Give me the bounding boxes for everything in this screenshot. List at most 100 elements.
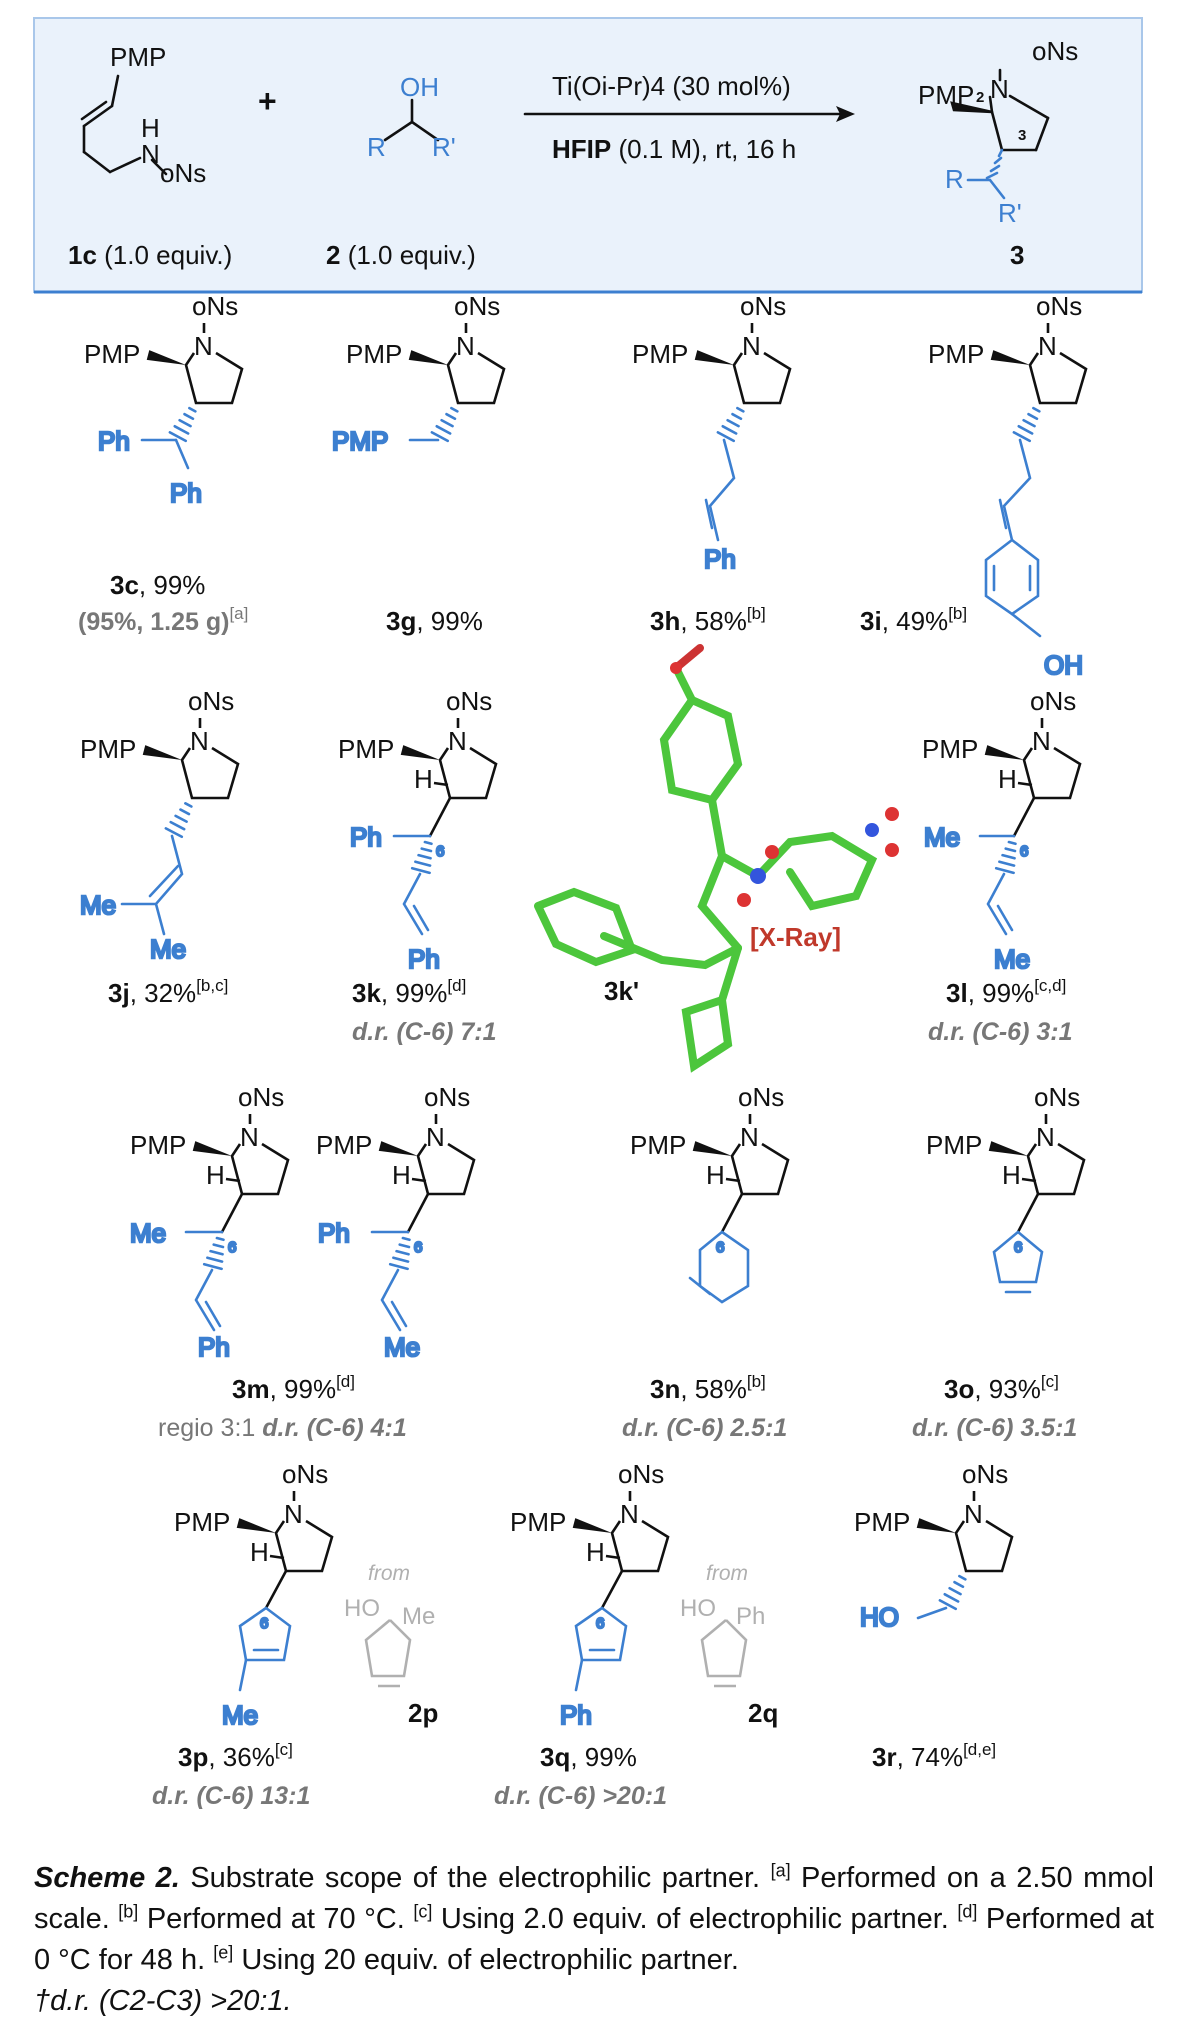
hash	[998, 860, 1016, 867]
xray-o-atom	[737, 893, 751, 907]
compound-id: 3i	[860, 606, 882, 636]
ring-bonds	[1026, 1142, 1086, 1196]
compound-id: 3h	[650, 606, 680, 636]
ns-label: oNs	[618, 1459, 664, 1489]
n-atom-label: N	[426, 1122, 445, 1152]
note-text: Performed at 0 °C for 48 h.	[34, 1903, 1154, 1976]
ns-label: oNs	[282, 1459, 328, 1489]
xray-n-atom	[865, 823, 879, 837]
hash	[993, 156, 1003, 165]
xray-ring-left	[534, 887, 638, 967]
compound-yield: , 99%	[270, 1374, 337, 1404]
ns-label: oNs	[738, 1082, 784, 1112]
reaction-scheme	[80, 68, 1050, 200]
hashed-bond	[388, 1236, 411, 1271]
compound-id: 3c	[110, 570, 139, 600]
dr-value: d.r. (C-6) 4:1	[262, 1414, 406, 1442]
conditions-bottom: HFIP (0.1 M), rt, 16 h	[552, 134, 796, 164]
h-bond	[225, 1177, 241, 1183]
n-atom-label: N	[240, 1122, 259, 1152]
r1-bond	[82, 150, 112, 174]
wedge-bond	[988, 1141, 1028, 1156]
ns-label: oNs	[424, 1082, 470, 1112]
conditions-details: (0.1 M), rt, 16 h	[611, 134, 796, 164]
hash	[417, 853, 432, 860]
pmp-label: PMP	[928, 339, 984, 369]
cyclopentene	[992, 1230, 1044, 1284]
me-label: Me	[80, 890, 116, 920]
r2-caption: 2 (1.0 equiv.)	[326, 240, 476, 270]
bond	[428, 796, 452, 838]
hash	[726, 418, 740, 428]
hashed-bond	[1012, 406, 1041, 443]
bond	[574, 1658, 584, 1692]
dr-value: d.r. (C-6) 2.5:1	[622, 1414, 787, 1442]
hash	[938, 1599, 958, 1611]
wedge-bond	[142, 745, 182, 760]
from-label: from	[706, 1562, 748, 1585]
h-label: H	[998, 764, 1017, 794]
ph-label: Ph	[170, 478, 202, 508]
p-r-label: R	[945, 164, 964, 194]
n-atom-label: N	[456, 331, 475, 361]
dr-value: d.r. (C-6) 3:1	[928, 1018, 1072, 1046]
hash	[202, 1262, 223, 1271]
bond	[988, 95, 994, 114]
compound-yield: , 93%	[974, 1374, 1041, 1404]
hash	[401, 1236, 411, 1242]
compound-yield: , 99%	[381, 978, 448, 1008]
hash	[721, 424, 738, 435]
footnote-mark: [d,e]	[963, 1740, 996, 1759]
reaction-text: PMP H N oNs 1c (1.0 equiv.) + OH R R' 2 …	[68, 36, 1078, 270]
label-3q: 3q, 99%	[540, 1742, 637, 1772]
ns-label: oNs	[454, 291, 500, 321]
precursor-label: 2p	[408, 1698, 438, 1728]
double-bond	[996, 904, 1014, 932]
caption-label: Scheme 2.	[34, 1862, 180, 1894]
bond	[1012, 796, 1036, 838]
hash	[731, 412, 743, 421]
note-text: Performed at 70 °C.	[138, 1903, 414, 1935]
ring-bonds	[610, 1519, 670, 1573]
ho-label: HO	[680, 1595, 716, 1622]
cyclopentenol-ring	[700, 1619, 748, 1678]
hash	[169, 820, 186, 831]
hashed-bond	[716, 406, 745, 443]
p-n-label: N	[990, 74, 1009, 104]
wedge-bond	[378, 1141, 418, 1156]
label-3m: 3m, 99%[d]	[232, 1372, 355, 1404]
dr-value: d.r. (C-6) 3.5:1	[912, 1414, 1077, 1442]
note-text: Using 2.0 equiv. of electrophilic partne…	[432, 1903, 958, 1935]
label-3l: 3l, 99%[c,d]	[946, 976, 1066, 1008]
hash	[430, 431, 450, 443]
r2-bond	[410, 120, 440, 142]
ph-label: Ph	[704, 544, 736, 574]
ring-bonds	[1022, 746, 1082, 800]
hash	[1017, 424, 1034, 435]
compound-id: 3q	[540, 1742, 570, 1772]
p-r2-label: R'	[998, 198, 1022, 228]
hash	[212, 1243, 225, 1249]
hash	[1022, 418, 1036, 428]
ns-label: oNs	[1036, 291, 1082, 321]
caption-footnote: †d.r. (C2-C3) >20:1.	[34, 1985, 292, 2017]
hash	[206, 1256, 224, 1263]
label-3o: 3o, 93%[c]	[944, 1372, 1059, 1404]
me-label: Me	[384, 1332, 420, 1362]
scheme-figure: PMP H N oNs 1c (1.0 equiv.) + OH R R' 2 …	[33, 17, 1143, 1810]
xray-oxygens	[670, 662, 899, 907]
bond	[1016, 1192, 1040, 1234]
wedge-bond	[236, 1518, 276, 1533]
ring-bonds	[954, 1519, 1014, 1573]
compound-id: 3l	[946, 978, 968, 1008]
ns-label: oNs	[238, 1082, 284, 1112]
ns-label: oNs	[192, 291, 238, 321]
hashed-bond	[410, 840, 433, 875]
cyclopentenol-ring	[364, 1619, 412, 1678]
hash	[1032, 406, 1041, 413]
